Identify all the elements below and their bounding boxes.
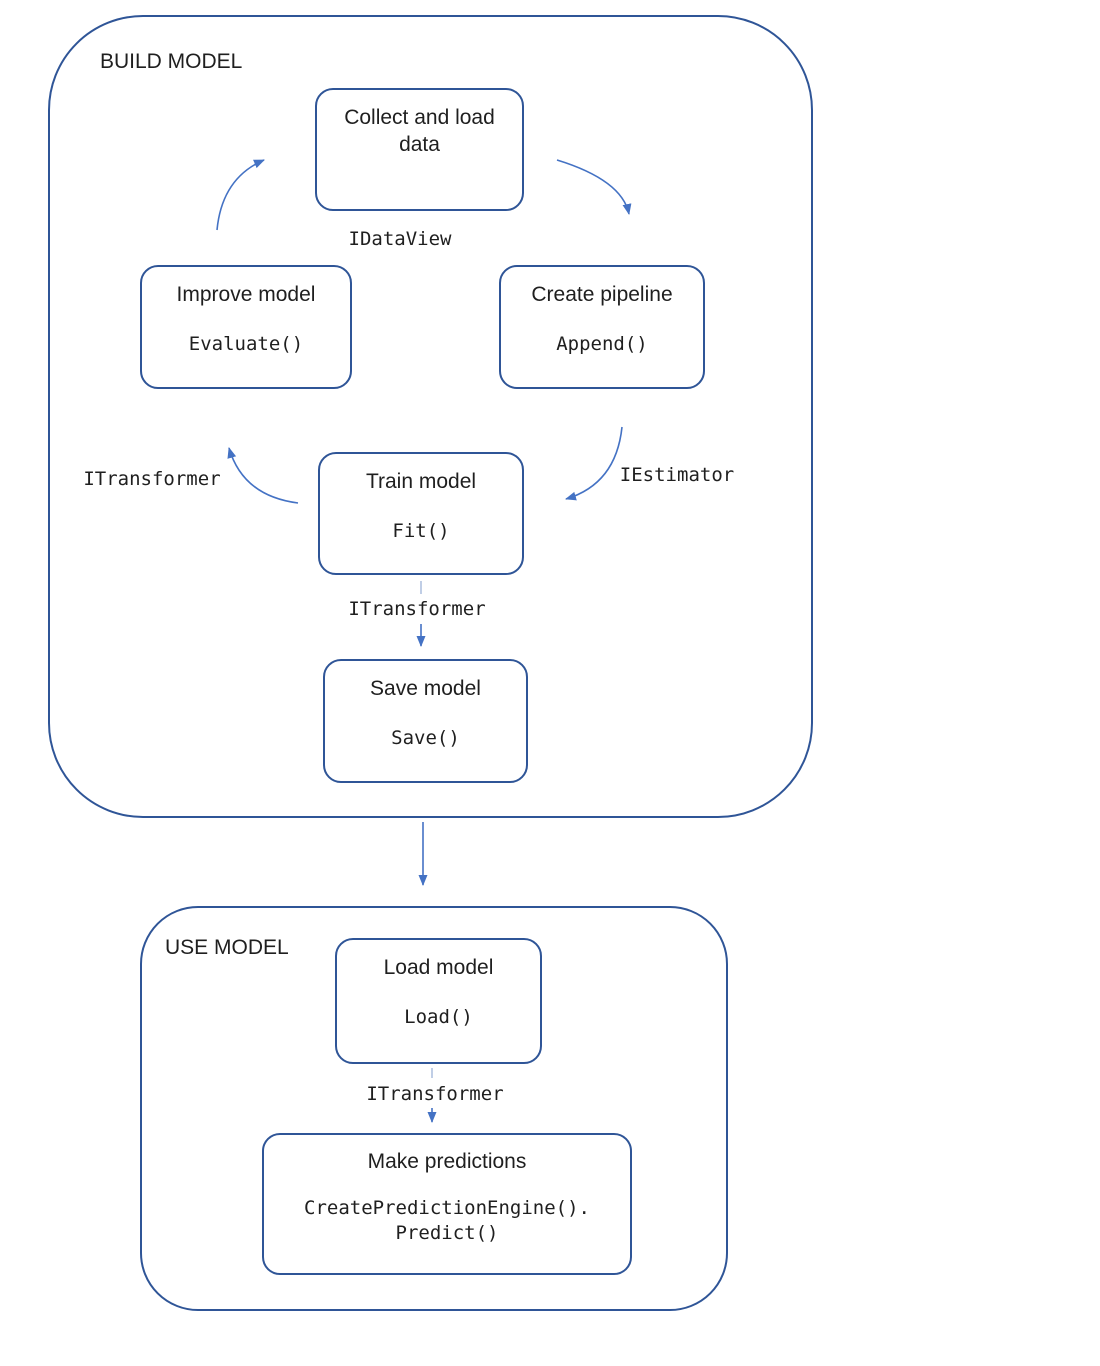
node-title: Make predictions <box>367 1150 527 1173</box>
node-improve-model: Improve model Evaluate() <box>140 265 352 389</box>
use-model-label: USE MODEL <box>165 936 289 959</box>
node-save-model: Save model Save() <box>323 659 528 783</box>
node-make-predictions: Make predictions CreatePredictionEngine(… <box>262 1133 632 1275</box>
edge-label-iestimator: IEstimator <box>619 464 735 486</box>
node-create-pipeline: Create pipeline Append() <box>499 265 705 389</box>
edge-label-itransformer-train-to-improve: ITransformer <box>83 468 221 490</box>
node-title: Save model <box>370 677 481 700</box>
node-code-line-1: CreatePredictionEngine(). <box>304 1196 590 1219</box>
node-title: Improve model <box>176 283 316 306</box>
edge-label-itransformer-train-to-save: ITransformer <box>348 598 486 620</box>
node-code: Fit() <box>392 519 450 542</box>
node-collect-and-load-data: Collect and load data <box>315 88 524 211</box>
node-code: CreatePredictionEngine(). Predict() <box>304 1196 590 1245</box>
build-model-label: BUILD MODEL <box>100 50 243 73</box>
node-code: Load() <box>404 1005 473 1028</box>
build-model-container <box>48 15 813 818</box>
node-load-model: Load model Load() <box>335 938 542 1064</box>
edge-label-idataview: IDataView <box>348 228 452 250</box>
node-title: Load model <box>383 956 494 979</box>
edge-label-itransformer-load-to-predict: ITransformer <box>366 1083 504 1105</box>
node-code-line-2: Predict() <box>395 1221 499 1244</box>
node-title: Create pipeline <box>531 283 673 306</box>
node-code: Append() <box>556 332 648 355</box>
node-title: Collect and load data <box>344 106 495 156</box>
node-code: Evaluate() <box>188 332 304 355</box>
use-model-container <box>140 906 728 1311</box>
node-code: Save() <box>391 726 460 749</box>
node-train-model: Train model Fit() <box>318 452 524 575</box>
node-title: Train model <box>365 470 477 493</box>
